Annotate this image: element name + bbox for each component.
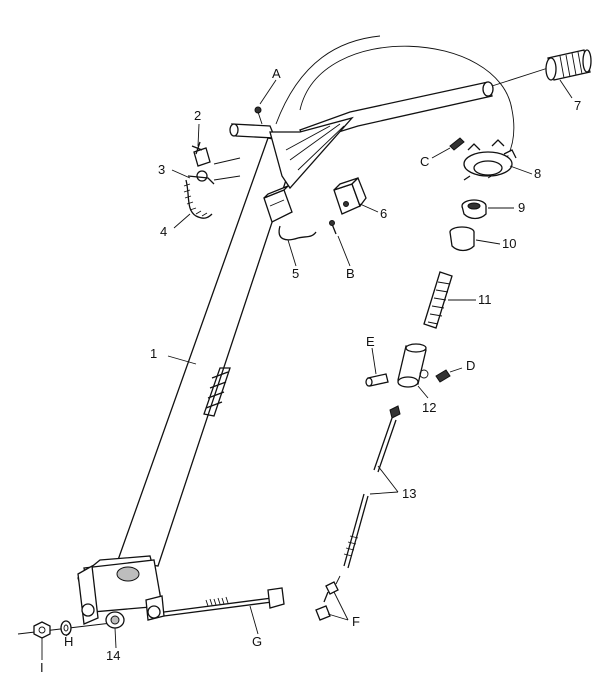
set-screw-d xyxy=(435,369,451,383)
mount-block xyxy=(333,176,367,215)
bushing xyxy=(461,199,487,220)
label-14: 14 xyxy=(106,648,120,663)
label-9: 9 xyxy=(518,200,525,215)
label-a: A xyxy=(272,66,281,81)
label-g: G xyxy=(252,634,262,649)
nut-i xyxy=(33,621,51,639)
label-e: E xyxy=(366,334,375,349)
label-7: 7 xyxy=(574,98,581,113)
label-c: C xyxy=(420,154,429,169)
label-5: 5 xyxy=(292,266,299,281)
switch-box xyxy=(263,185,317,241)
label-f: F xyxy=(352,614,360,629)
label-b: B xyxy=(346,266,355,281)
screw-b xyxy=(329,220,337,235)
bottom-mount-bracket xyxy=(77,555,165,625)
steering-shaft xyxy=(343,405,401,569)
callout-labels: A 2 3 4 5 6 B 7 C 8 9 10 11 1 E D 12 13 … xyxy=(40,66,581,675)
label-4: 4 xyxy=(160,224,167,239)
label-12: 12 xyxy=(422,400,436,415)
label-d: D xyxy=(466,358,475,373)
coupler xyxy=(397,343,429,388)
label-8: 8 xyxy=(534,166,541,181)
label-10: 10 xyxy=(502,236,516,251)
label-13: 13 xyxy=(402,486,416,501)
pin-e xyxy=(365,373,389,387)
washer-h xyxy=(60,620,72,636)
bolt-g xyxy=(17,587,285,635)
fasteners-f xyxy=(315,575,341,621)
cable-clip-assembly xyxy=(183,141,241,219)
spacer-14 xyxy=(105,611,125,629)
label-2: 2 xyxy=(194,108,201,123)
label-6: 6 xyxy=(380,206,387,221)
steering-column-tube xyxy=(117,81,494,567)
gear-collar xyxy=(463,139,517,181)
label-h: H xyxy=(64,634,73,649)
bearing xyxy=(449,226,475,252)
screw-a xyxy=(254,106,263,125)
screw-c xyxy=(449,137,465,151)
spring xyxy=(423,271,453,329)
label-1: 1 xyxy=(150,346,157,361)
label-3: 3 xyxy=(158,162,165,177)
label-11: 11 xyxy=(478,292,492,307)
hand-grip xyxy=(545,49,592,81)
leader-lines xyxy=(41,79,573,660)
label-i: I xyxy=(40,660,44,675)
